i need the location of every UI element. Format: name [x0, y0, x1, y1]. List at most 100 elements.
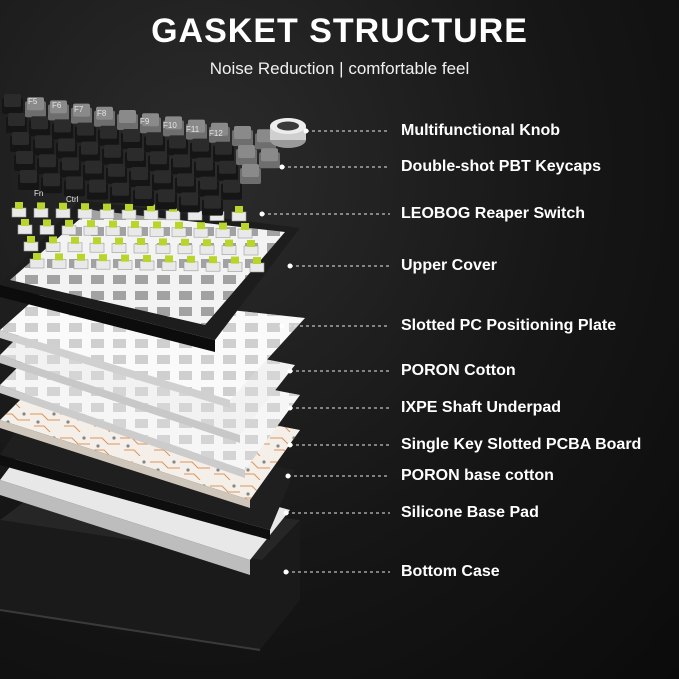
- switch-icon: [171, 221, 187, 238]
- page-subtitle: Noise Reduction | comfortable feel: [209, 59, 470, 78]
- keycap-icon: [106, 163, 127, 184]
- keycap-icon: [125, 148, 146, 168]
- keycap-legend: F11: [186, 125, 200, 134]
- switch-icon: [23, 236, 39, 252]
- keycap-icon: [98, 125, 119, 146]
- keycap-icon: [133, 186, 154, 206]
- keycap-icon: [179, 192, 200, 213]
- switch-icon: [83, 220, 99, 236]
- keycap-icon: [117, 110, 138, 130]
- keycap-icon: [167, 135, 188, 156]
- keycap-icon: [232, 126, 253, 146]
- switch-icon: [249, 257, 265, 273]
- switch-icon: [77, 203, 93, 219]
- keycap-icon: [25, 97, 46, 118]
- label-poron-cotton: PORON Cotton: [401, 362, 516, 379]
- switch-icon: [155, 238, 171, 254]
- keycap-icon: [87, 179, 108, 200]
- switch-icon: [45, 236, 61, 252]
- keycap-icon: [56, 138, 77, 159]
- switch-icon: [73, 253, 89, 270]
- keycap-icon: [110, 182, 131, 203]
- leader-lines: [262, 130, 390, 573]
- switch-icon: [139, 255, 155, 271]
- label-keycaps: Double-shot PBT Keycaps: [401, 158, 602, 175]
- keycap-icon: [121, 129, 142, 149]
- keycap-icon: [33, 135, 54, 156]
- switch-icon: [67, 236, 83, 253]
- keycap-icon: [171, 154, 192, 175]
- keycap-icon: [259, 148, 280, 169]
- keycap-icon: [148, 151, 169, 172]
- keycap-icon: [163, 116, 184, 137]
- switch-icon: [227, 256, 243, 272]
- switch-icon: [105, 220, 121, 236]
- keycap-icon: [217, 160, 238, 181]
- keycap-icon: [94, 106, 115, 127]
- label-pc-plate: Slotted PC Positioning Plate: [401, 317, 617, 334]
- keycap-icon: [209, 122, 230, 143]
- keycap-icon: [240, 164, 261, 184]
- label-bottom-case: Bottom Case: [401, 563, 500, 580]
- switch-icon: [99, 203, 115, 219]
- keycap-icon: [14, 151, 35, 171]
- keycap-icon: [186, 119, 207, 140]
- switch-icon: [33, 202, 49, 218]
- label-upper-cover: Upper Cover: [401, 257, 498, 274]
- knob-icon: [270, 118, 306, 148]
- switch-icon: [61, 219, 77, 236]
- switch-icon: [143, 204, 159, 220]
- switch-icon: [237, 223, 253, 239]
- switch-icon: [127, 221, 143, 237]
- keycap-icon: [75, 122, 96, 143]
- switch-icon: [55, 202, 71, 219]
- keycap-icon: [140, 113, 161, 134]
- switch-icon: [95, 254, 111, 270]
- keycap-icon: [236, 145, 257, 165]
- keycap-legend: F5: [28, 97, 38, 106]
- keycap-legend: Ctrl: [66, 195, 79, 204]
- keycap-legend: F6: [52, 101, 62, 110]
- switch-icon: [183, 255, 199, 272]
- keycap-icon: [60, 157, 81, 178]
- label-multifunctional-knob: Multifunctional Knob: [401, 122, 561, 139]
- keycap-legend: F7: [74, 105, 84, 114]
- keycap-icon: [190, 138, 211, 159]
- label-reaper-switch: LEOBOG Reaper Switch: [401, 205, 586, 222]
- switch-icon: [199, 239, 215, 255]
- keycap-icon: [83, 160, 104, 181]
- switch-icon: [17, 219, 33, 235]
- keycap-icon: [41, 173, 62, 194]
- keycap-icon: [71, 103, 92, 124]
- switch-layer: [11, 202, 265, 273]
- switch-icon: [39, 219, 55, 235]
- switch-icon: [121, 204, 137, 220]
- keycap-icon: [79, 141, 100, 162]
- switch-icon: [243, 240, 259, 256]
- page-title: GASKET STRUCTURE: [151, 12, 528, 50]
- keycap-icon: [152, 170, 173, 191]
- label-pcba-board: Single Key Slotted PCBA Board: [401, 436, 642, 453]
- keycap-icon: [64, 176, 85, 197]
- keycap-icon: [213, 141, 234, 162]
- keycap-icon: [194, 157, 215, 178]
- switch-icon: [205, 256, 221, 272]
- keycap-legend: F12: [209, 129, 223, 138]
- keycap-icon: [2, 94, 23, 114]
- keycap-icon: [144, 132, 165, 153]
- switch-icon: [133, 238, 149, 254]
- keycap-legend: Fn: [34, 189, 43, 198]
- keycap-icon: [18, 170, 39, 190]
- label-ixpe-underpad: IXPE Shaft Underpad: [401, 399, 562, 416]
- switch-icon: [117, 254, 133, 270]
- keycap-icon: [37, 154, 58, 175]
- switch-icon: [215, 222, 231, 238]
- keycap-legend: F8: [97, 109, 107, 118]
- switch-icon: [193, 222, 209, 238]
- keycap-icon: [129, 167, 150, 187]
- keycap-icon: [198, 176, 219, 197]
- keycap-icon: [221, 179, 242, 200]
- switch-icon: [111, 237, 127, 253]
